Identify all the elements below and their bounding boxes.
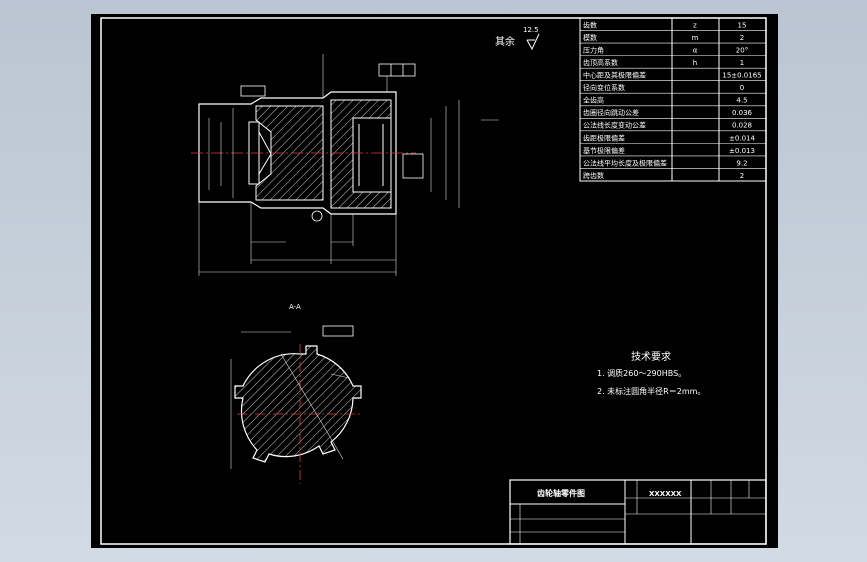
- title-block-code: XXXXXX: [649, 490, 682, 498]
- param-name: 模数: [583, 33, 597, 42]
- param-value: 0: [740, 84, 744, 92]
- param-value: ±0.013: [729, 147, 755, 155]
- param-name: 全齿高: [583, 96, 604, 105]
- param-value: 15±0.0165: [722, 72, 761, 80]
- param-value: ±0.014: [729, 134, 755, 142]
- param-name: 径向变位系数: [583, 83, 625, 92]
- param-value: 20°: [736, 46, 748, 54]
- param-name: 公法线长度变动公差: [583, 121, 646, 130]
- param-symbol: h: [693, 59, 697, 67]
- param-value: 0.036: [732, 109, 753, 117]
- param-name: 基节极限偏差: [583, 146, 625, 155]
- param-name: 压力角: [583, 45, 604, 54]
- roughness-note: 其余: [495, 35, 515, 48]
- param-name: 齿顶高系数: [583, 58, 618, 67]
- param-name: 中心距及其极限偏差: [583, 71, 646, 80]
- shaft-section-view: [191, 54, 499, 276]
- param-name: 齿数: [583, 20, 597, 29]
- param-value: 2: [740, 34, 744, 42]
- tech-req-title: 技术要求: [631, 350, 671, 363]
- param-value: 1: [740, 59, 744, 67]
- drawing-frame: [100, 17, 767, 545]
- param-value: 4.5: [736, 97, 747, 105]
- section-label: A-A: [289, 303, 301, 311]
- param-symbol: m: [692, 34, 699, 42]
- param-name: 齿圈径向跳动公差: [583, 108, 639, 117]
- gear-parameter-table: 齿数 z 15 模数 m 2 压力角 α 20° 齿顶高系数 h 1 中心距及其极限偏差 15±0.016…: [579, 17, 767, 182]
- drawing-sheet: 其余 12.5 齿数 z 15 模数 m 2 压力角 α 20° 齿顶高系数 h 1 中心距及其极限偏差…: [91, 14, 778, 548]
- param-value: 15: [738, 21, 747, 29]
- spline-cross-section: [230, 325, 363, 484]
- drawing-canvas: 其余 12.5 齿数 z 15 模数 m 2 压力角 α 20° 齿顶高系数 h 1 中心距及其极限偏差…: [100, 17, 767, 545]
- param-value: 2: [740, 172, 744, 180]
- title-block: [509, 479, 767, 545]
- tech-req-item-1: 1. 调质260～290HBS。: [597, 368, 686, 378]
- param-name: 齿距极限偏差: [583, 133, 625, 142]
- roughness-value: 12.5: [523, 26, 539, 34]
- param-symbol: α: [693, 46, 698, 54]
- param-name: 跨齿数: [583, 171, 604, 180]
- tech-req-item-2: 2. 未标注圆角半径R＝2mm。: [597, 386, 705, 396]
- param-value: 0.028: [732, 122, 752, 130]
- param-symbol: z: [693, 21, 697, 29]
- title-block-name: 齿轮轴零件图: [537, 488, 585, 498]
- roughness-symbol-icon: [526, 33, 540, 51]
- param-name: 公法线平均长度及极限偏差: [583, 158, 667, 167]
- param-value: 9.2: [736, 159, 747, 167]
